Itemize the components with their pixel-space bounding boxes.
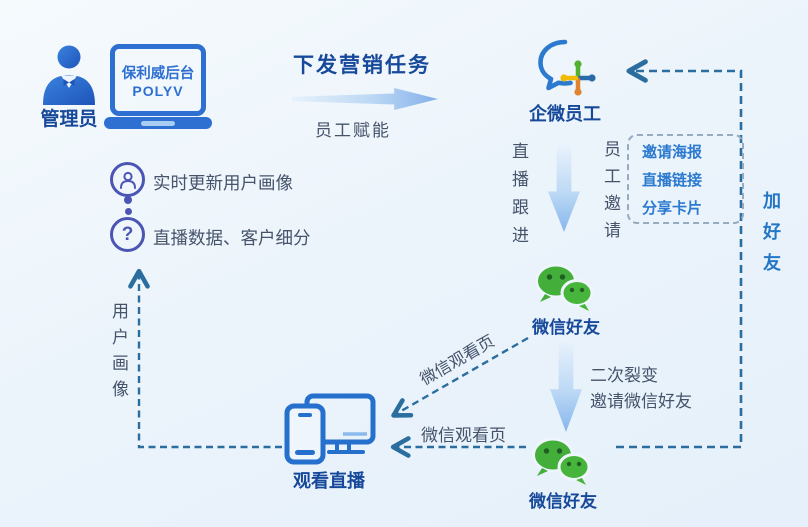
watch-device-icon (284, 393, 376, 465)
person-outline-glyph (119, 171, 136, 189)
insight-2-label: 直播数据、客户细分 (153, 228, 311, 248)
wechat-friend-bottom-label: 微信好友 (529, 492, 597, 511)
laptop-text-line1: 保利威后台 (121, 65, 195, 82)
wechat-icon-top (535, 263, 594, 311)
connector-watch-diagonal (391, 336, 529, 418)
laptop-text-line2: POLYV (132, 82, 184, 99)
staff-invite-label: 员工邀请 (601, 140, 620, 248)
invite-assets-box: 邀请海报 直播链接 分享卡片 (627, 134, 744, 224)
add-friend-label: 加好友 (761, 191, 781, 284)
connector-dot-2 (125, 208, 132, 215)
wecom-label: 企微员工 (529, 104, 601, 124)
wechat-icon-bottom (532, 437, 591, 485)
fission-line1: 二次裂变 (590, 366, 658, 385)
fission-line2: 邀请微信好友 (590, 392, 692, 411)
admin-person-icon (43, 45, 95, 105)
top-flow-subtitle: 员工赋能 (315, 121, 391, 140)
admin-label: 管理员 (40, 109, 98, 130)
wechat-friend-top-label: 微信好友 (532, 318, 600, 337)
invite-asset-poster: 邀请海报 (642, 143, 703, 161)
connector-user-portrait (128, 268, 282, 449)
live-followup-label: 直播跟进 (509, 142, 528, 254)
insight-1-label: 实时更新用户画像 (153, 173, 293, 193)
polyv-laptop-icon: 保利威后台 POLYV (110, 44, 206, 116)
invite-asset-card: 分享卡片 (642, 199, 703, 217)
watch-page-horizontal-label: 微信观看页 (421, 426, 506, 445)
laptop-notch (141, 120, 175, 126)
question-icon: ? (110, 217, 145, 252)
question-mark-glyph: ? (121, 223, 134, 245)
user-profile-icon (110, 162, 145, 197)
laptop-screen: 保利威后台 POLYV (110, 44, 206, 116)
connector-dot-1 (124, 196, 132, 204)
wecom-icon (538, 39, 596, 96)
top-flow-title: 下发营销任务 (293, 54, 431, 77)
user-portrait-label: 用户画像 (109, 302, 128, 406)
connector-add-friend (616, 59, 743, 449)
invite-asset-link: 直播链接 (642, 171, 703, 189)
watch-live-label: 观看直播 (293, 471, 365, 491)
laptop-base (104, 117, 212, 129)
